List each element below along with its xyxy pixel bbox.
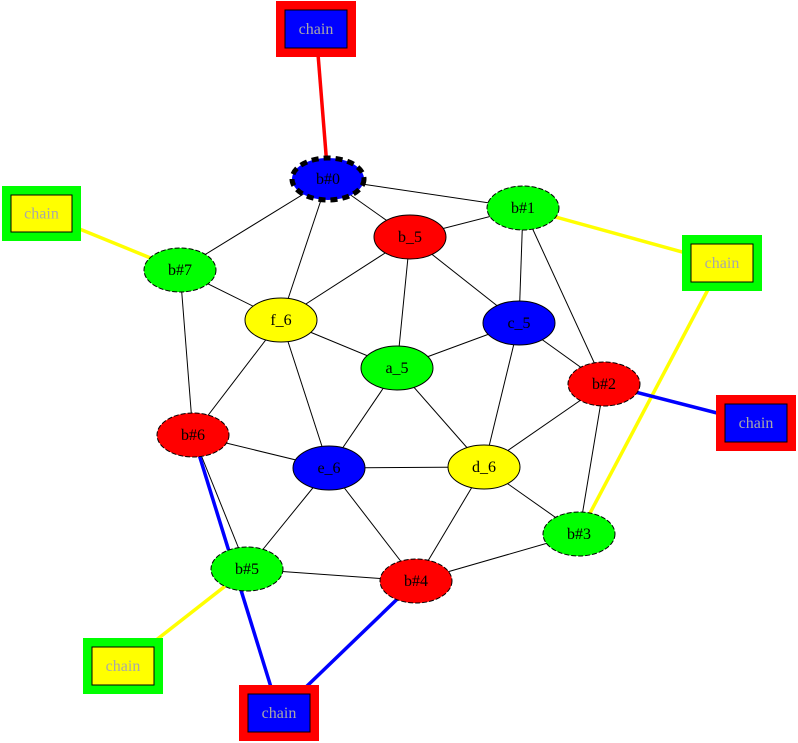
chain-label: chain <box>739 415 774 432</box>
node-b1[interactable]: b#1 <box>486 185 560 231</box>
node-label: b#6 <box>181 427 205 444</box>
node-f_6[interactable]: f_6 <box>244 297 318 343</box>
node-e_6[interactable]: e_6 <box>292 445 366 491</box>
chain-box-chain3[interactable]: chain <box>716 395 796 451</box>
node-label: a_5 <box>385 360 408 377</box>
chain-label: chain <box>262 705 297 722</box>
node-ellipse <box>289 155 367 203</box>
chain-link-chain2-b3 <box>577 262 724 535</box>
chain-box-chain4[interactable]: chain <box>83 638 163 694</box>
edge-c_5-d_6 <box>483 322 520 468</box>
node-label: f_6 <box>270 312 291 329</box>
node-ellipse <box>447 444 521 490</box>
chain-inner <box>247 693 311 733</box>
edge-f_6-e_6 <box>280 319 330 469</box>
node-b2[interactable]: b#2 <box>567 361 641 407</box>
node-b_5[interactable]: b_5 <box>373 214 447 260</box>
node-label: b#7 <box>168 262 192 279</box>
node-ellipse <box>244 297 318 343</box>
node-ellipse <box>373 214 447 260</box>
node-ellipse <box>156 412 230 458</box>
node-ellipse <box>210 546 284 592</box>
node-ellipse <box>567 361 641 407</box>
chain-box-chain2[interactable]: chain <box>682 235 762 291</box>
node-ellipse <box>379 558 453 604</box>
chain-label: chain <box>299 21 334 38</box>
node-ellipse <box>292 445 366 491</box>
chain-label: chain <box>106 658 141 675</box>
node-b6[interactable]: b#6 <box>156 412 230 458</box>
chain-box-chain5[interactable]: chain <box>239 685 319 741</box>
node-b3[interactable]: b#3 <box>542 511 616 557</box>
chain-label: chain <box>705 255 740 272</box>
node-label: b#3 <box>567 526 591 543</box>
node-layer: b#0 b#1 b#2 b#3 b#4 b#5 b#6 b#7 b_5 c_5 a_5 f_6 e_6 d… <box>143 155 641 604</box>
chain-label: chain <box>24 206 59 223</box>
node-label: e_6 <box>317 460 340 477</box>
node-label: b#5 <box>235 561 259 578</box>
node-label: b#1 <box>511 200 535 217</box>
node-label: c_5 <box>507 315 530 332</box>
node-ellipse <box>486 185 560 231</box>
node-b4[interactable]: b#4 <box>379 558 453 604</box>
chain-inner <box>690 243 754 283</box>
node-b7[interactable]: b#7 <box>143 247 217 293</box>
chain-box-chain0[interactable]: chain <box>276 1 356 57</box>
edge-b2-b3 <box>578 383 605 535</box>
node-ellipse <box>482 300 556 346</box>
edge-b7-b6 <box>179 269 194 436</box>
node-label: b#4 <box>404 573 428 590</box>
chain-box-chain1[interactable]: chain <box>2 186 81 241</box>
node-ellipse <box>542 511 616 557</box>
chain-inner <box>10 194 73 233</box>
node-a_5[interactable]: a_5 <box>360 345 434 391</box>
chain-inner <box>91 646 155 686</box>
chain-inner <box>284 9 348 49</box>
node-label: b#0 <box>316 171 340 188</box>
node-d_6[interactable]: d_6 <box>447 444 521 490</box>
edge-b0-f_6 <box>280 178 329 321</box>
node-label: d_6 <box>472 459 496 476</box>
node-b5[interactable]: b#5 <box>210 546 284 592</box>
node-c_5[interactable]: c_5 <box>482 300 556 346</box>
node-label: b_5 <box>398 229 422 246</box>
node-ellipse <box>360 345 434 391</box>
edge-b1-b2 <box>522 207 605 385</box>
chain-inner <box>724 403 788 443</box>
node-label: b#2 <box>592 376 616 393</box>
node-b0[interactable]: b#0 <box>289 155 367 203</box>
node-ellipse <box>143 247 217 293</box>
edge-b6-b5 <box>192 434 248 570</box>
